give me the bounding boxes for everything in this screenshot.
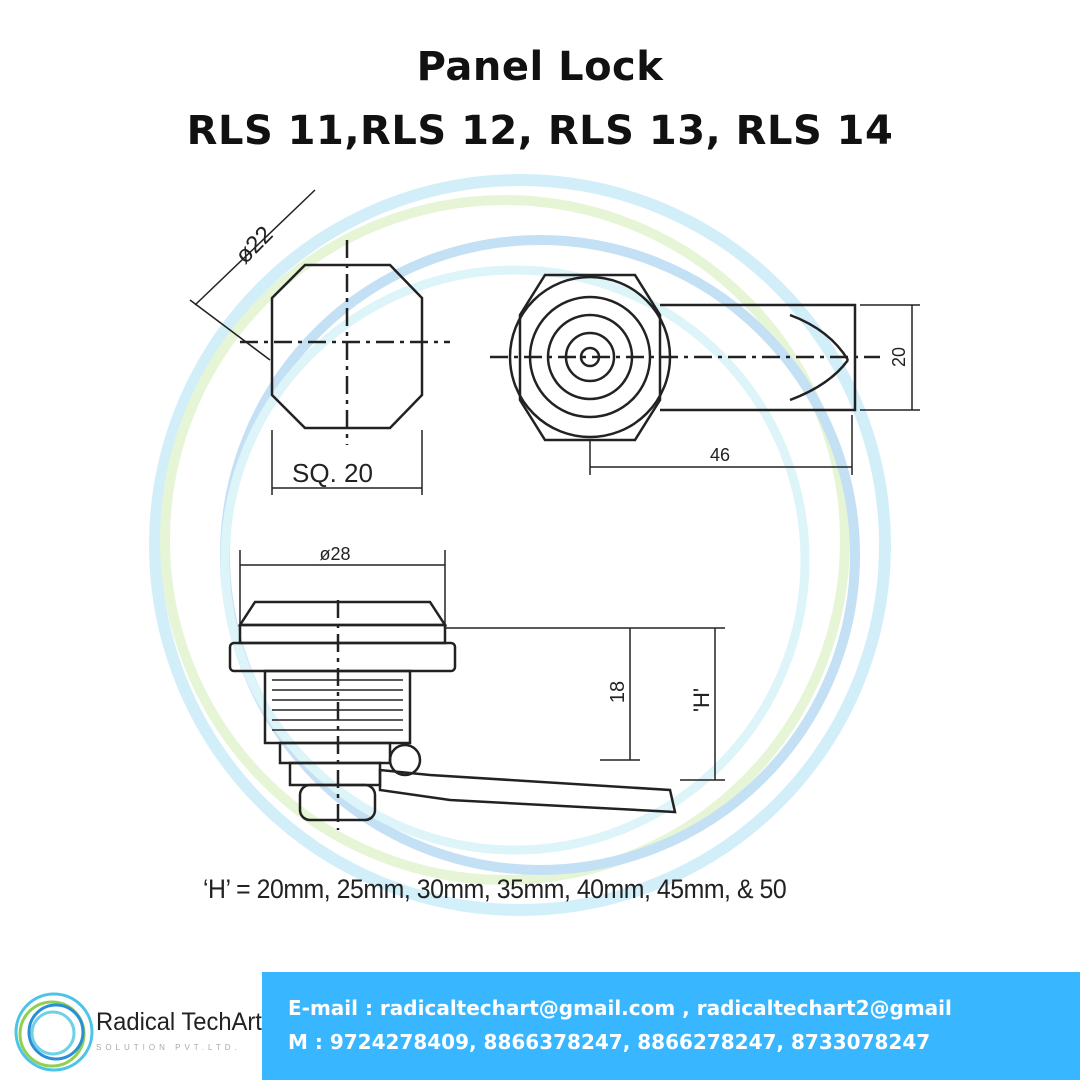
rear-view-cam	[490, 273, 920, 475]
h-dimension-label: 'H'	[689, 688, 714, 712]
height-20-label: 20	[889, 347, 909, 367]
height-18-label: 18	[607, 681, 629, 703]
contact-phone: M : 9724278409, 8866378247, 8866278247, …	[288, 1030, 931, 1054]
model-list: RLS 11,RLS 12, RLS 13, RLS 14	[186, 108, 894, 154]
contact-banner	[262, 972, 1080, 1080]
page-title: Panel Lock	[416, 44, 664, 90]
company-logo-icon	[14, 992, 94, 1072]
diameter-22-label: ø22	[230, 221, 278, 269]
h-values-note: ‘H’ = 20mm, 25mm, 30mm, 35mm, 40mm, 45mm…	[203, 874, 787, 904]
company-subtitle: SOLUTION PVT.LTD.	[96, 1043, 241, 1052]
diameter-28-label: ø28	[319, 544, 350, 564]
front-view-key-face	[189, 189, 450, 495]
square-20-label: SQ. 20	[292, 458, 373, 488]
contact-email: E-mail : radicaltechart@gmail.com , radi…	[288, 996, 952, 1020]
length-46-label: 46	[710, 445, 730, 465]
company-name: Radical TechArt	[96, 1008, 262, 1036]
side-view-lock-body	[228, 550, 725, 830]
